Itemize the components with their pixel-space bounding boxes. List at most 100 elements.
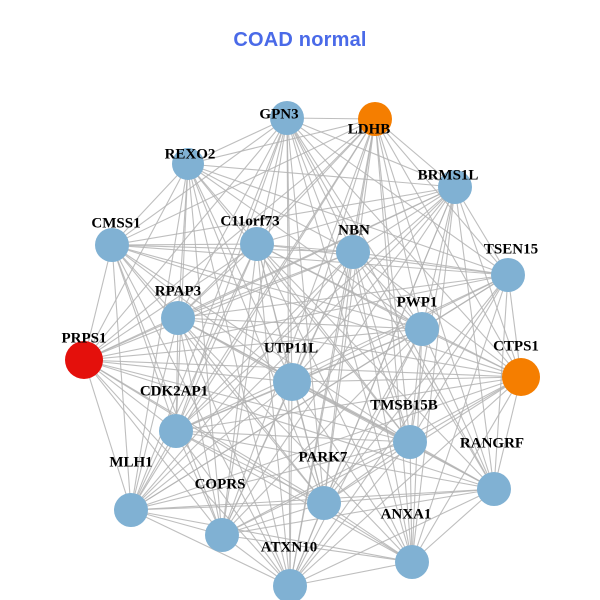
network-edge (175, 430, 291, 587)
network-node-pwp1[interactable] (405, 312, 439, 346)
network-edge (291, 381, 413, 563)
network-edge (130, 376, 522, 511)
network-node-cdk2ap1[interactable] (159, 414, 193, 448)
network-edge (175, 376, 522, 432)
network-node-anxa1[interactable] (395, 545, 429, 579)
network-node-tmsb15b[interactable] (393, 425, 427, 459)
network-node-rpap3[interactable] (161, 301, 195, 335)
network-node-brms1l[interactable] (438, 170, 472, 204)
network-edge (111, 244, 293, 383)
network-edge (409, 441, 413, 563)
network-edge (130, 186, 456, 511)
network-edge (409, 328, 423, 443)
network-edge (175, 118, 376, 432)
network-edge (111, 244, 522, 378)
network-node-label-tmsb15b: TMSB15B (370, 397, 438, 414)
network-node-label-coprs: COPRS (194, 476, 246, 493)
network-edge (130, 509, 413, 563)
network-edge (187, 163, 293, 383)
network-node-gpn3[interactable] (270, 101, 304, 135)
network-edge (221, 488, 495, 536)
network-edge (83, 186, 456, 361)
network-edge (291, 381, 325, 504)
network-edge (289, 376, 522, 587)
network-edge (83, 274, 509, 361)
network-edge (175, 274, 509, 432)
network-edge (286, 117, 423, 330)
network-edge (175, 430, 411, 443)
network-edge (256, 243, 522, 378)
network-edge (111, 244, 132, 511)
network-edge (187, 163, 354, 253)
network-edge (352, 251, 495, 490)
network-edge (111, 163, 189, 246)
network-node-mlh1[interactable] (114, 493, 148, 527)
network-edge (177, 274, 509, 319)
network-edge (175, 317, 179, 432)
network-node-c11orf73[interactable] (240, 227, 274, 261)
network-edge (177, 251, 354, 319)
network-edge (175, 430, 223, 536)
network-edge (411, 186, 456, 563)
network-edge (83, 359, 325, 504)
network-edge (111, 244, 509, 276)
network-edge (256, 243, 495, 490)
network-edge (177, 317, 423, 330)
network-edge (289, 488, 495, 587)
network-edge (130, 502, 325, 511)
network-node-ldhb[interactable] (358, 102, 392, 136)
network-edge (177, 118, 376, 319)
network-edge (177, 317, 413, 563)
network-edge (130, 381, 293, 511)
network-edge (352, 186, 456, 253)
network-node-atxn10[interactable] (273, 569, 307, 600)
network-node-ctps1[interactable] (502, 358, 540, 396)
network-edge (256, 243, 509, 276)
network-edge (111, 244, 223, 536)
network-edge (187, 118, 376, 165)
network-edge (187, 163, 509, 276)
network-edge (187, 163, 291, 587)
network-node-rangrf[interactable] (477, 472, 511, 506)
network-edge (221, 117, 288, 536)
network-edge (421, 186, 456, 330)
network-edge (83, 359, 293, 383)
network-edge (256, 243, 291, 587)
network-edge (286, 117, 354, 253)
network-node-label-cdk2ap1: CDK2AP1 (139, 383, 209, 400)
network-node-prps1[interactable] (65, 341, 103, 379)
network-edge (352, 251, 509, 276)
network-node-rexo2[interactable] (172, 148, 204, 180)
network-edge (411, 274, 509, 563)
network-edge (175, 186, 456, 432)
network-edge (323, 118, 376, 504)
network-node-cmss1[interactable] (95, 228, 129, 262)
network-edge (83, 328, 423, 361)
network-node-coprs[interactable] (205, 518, 239, 552)
network-edge (352, 251, 522, 378)
network-edge (409, 186, 456, 443)
network-edge (256, 186, 456, 245)
network-node-label-rangrf: RANGRF (459, 435, 525, 452)
network-edge (291, 186, 456, 383)
network-edge (175, 430, 325, 504)
network-node-label-atxn10: ATXN10 (260, 539, 318, 556)
network-edge (289, 561, 413, 587)
network-edge (256, 243, 411, 443)
page-title: COAD normal (233, 29, 367, 51)
network-node-nbn[interactable] (336, 235, 370, 269)
network-edge (187, 117, 288, 165)
network-edge (175, 243, 258, 432)
network-edge (221, 328, 423, 536)
network-node-tsen15[interactable] (491, 258, 525, 292)
network-edge (130, 441, 411, 511)
network-edge (83, 251, 354, 361)
network-node-utp11l[interactable] (273, 363, 311, 401)
network-edge (83, 359, 132, 511)
network-node-park7[interactable] (307, 486, 341, 520)
network-edge (175, 163, 189, 432)
network-edge (177, 243, 258, 319)
